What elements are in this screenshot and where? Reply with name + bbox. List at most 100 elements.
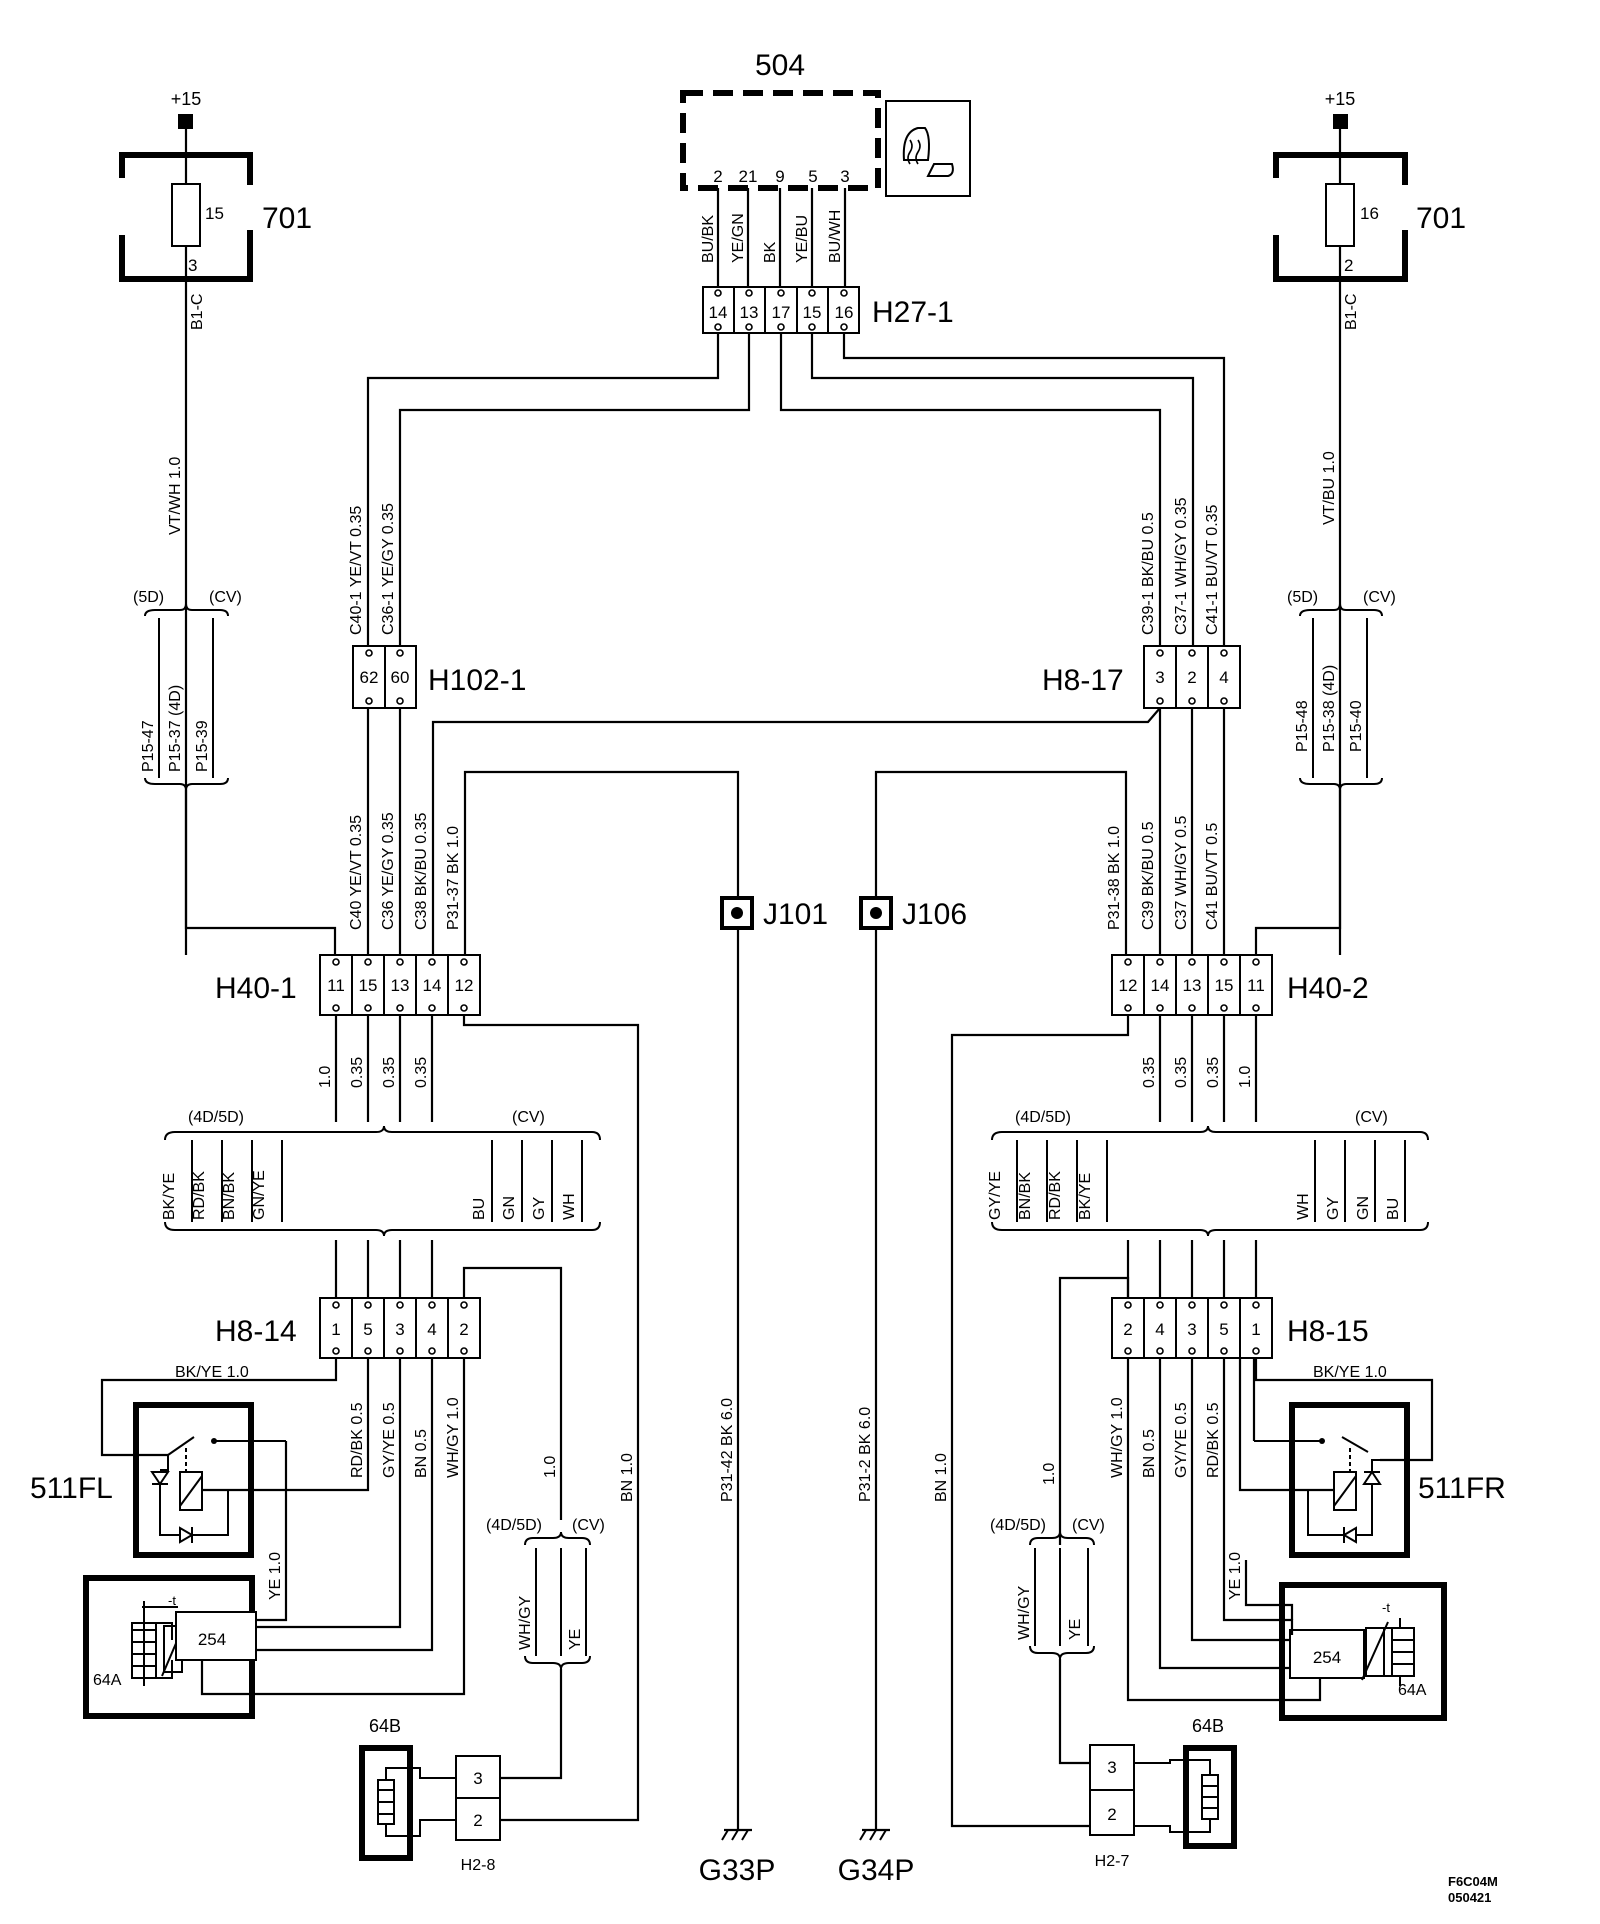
connector-h40-1: 11 15 13 14 12 H40-1 (215, 954, 481, 1016)
ground-g34p: G34P (838, 1828, 915, 1887)
ground-g33p-label: G33P (699, 1854, 776, 1887)
connector-h8-15: 2 4 3 5 1 H8-15 (1111, 1297, 1369, 1359)
supply-right: +15 (1325, 89, 1356, 109)
heater-64b-right-label: 64B (1192, 1716, 1224, 1736)
left-ctrl-254: 254 (198, 1630, 226, 1649)
variant-left-5d: (5D) (133, 589, 164, 606)
opt-left-a: (4D/5D) (188, 1109, 244, 1126)
wire-c40-1: C40-1 YE/VT 0.35 (348, 506, 365, 635)
opt-right-gn: GN (1355, 1196, 1372, 1220)
wire-p15-39: P15-39 (194, 720, 211, 772)
connector-h8-14-label: H8-14 (215, 1315, 297, 1348)
pin-h27-17: 17 (772, 303, 791, 322)
pin-h40-2-12: 12 (1119, 976, 1138, 995)
component-504-label: 504 (755, 49, 805, 82)
pin-h102-60: 60 (391, 668, 410, 687)
pin-h27-13: 13 (740, 303, 759, 322)
option-bracket-right: (4D/5D) (CV) GY/YE BN/BK RD/BK BK/YE WH … (987, 1109, 1429, 1237)
right-wire-gy-ye: GY/YE 0.5 (1173, 1402, 1190, 1478)
left-wire-gy-ye: GY/YE 0.5 (381, 1402, 398, 1478)
right-1-0-wire: 1.0 (1041, 1463, 1058, 1485)
wire-504-ye-gn: YE/GN (730, 213, 747, 263)
pin-504-2: 2 (713, 167, 722, 186)
pin-h8-14-5: 5 (363, 1320, 372, 1339)
variant-left-cv: (CV) (209, 589, 242, 606)
left-lower-opt-c1: WH/GY (517, 1595, 534, 1650)
pin-h40-2-13: 13 (1183, 976, 1202, 995)
opt-left-bu: BU (471, 1198, 488, 1220)
left-ye-wire: YE 1.0 (267, 1552, 284, 1600)
right-lower-opt-a: (4D/5D) (990, 1517, 1046, 1534)
left-1-0-wire: 1.0 (542, 1456, 559, 1478)
right-wire-bn: BN 0.5 (1141, 1429, 1158, 1478)
doc-date: 050421 (1448, 1890, 1491, 1905)
pin-h40-1-15: 15 (359, 976, 378, 995)
left-bn-1-0-wire: BN 1.0 (619, 1453, 636, 1502)
opt-right-bu: BU (1385, 1198, 1402, 1220)
left-thermistor-t: -t (168, 1593, 176, 1608)
connector-h2-8: 3 2 H2-8 (455, 1755, 501, 1874)
wire-p31-38: P31-38 BK 1.0 (1106, 826, 1123, 930)
wire-c38: C38 BK/BU 0.35 (413, 813, 430, 931)
wire-p15-47: P15-47 (140, 720, 157, 772)
pin-h8-15-5: 5 (1219, 1320, 1228, 1339)
right-thermistor-t: -t (1382, 1600, 1390, 1615)
left-64a-label: 64A (93, 1672, 122, 1689)
connector-h40-2-label: H40-2 (1287, 972, 1369, 1005)
opt-left-wh: WH (561, 1193, 578, 1220)
opt-right-b: (CV) (1355, 1109, 1388, 1126)
pin-h2-8-2: 2 (473, 1811, 482, 1830)
relay-511fr-label: 511FR (1418, 1472, 1506, 1505)
opt-right-wh: WH (1295, 1193, 1312, 1220)
heater-64b-left-label: 64B (369, 1716, 401, 1736)
pin-h2-7-3: 3 (1107, 1758, 1116, 1777)
heater-64b-right: 64B (1134, 1716, 1237, 1849)
wire-c37-1: C37-1 WH/GY 0.35 (1173, 497, 1190, 635)
ground-g34p-label: G34P (838, 1854, 915, 1887)
wire-p15-48: P15-48 (1294, 700, 1311, 752)
pin-504-3: 3 (840, 167, 849, 186)
wire-c36-1: C36-1 YE/GY 0.35 (380, 503, 397, 635)
connector-h8-14: 1 5 3 4 2 H8-14 (215, 1297, 481, 1359)
opt-right-gy-ye: GY/YE (987, 1171, 1004, 1220)
opt-left-gy: GY (531, 1197, 548, 1220)
connector-h27-1: 14 13 17 15 16 H27-1 (702, 286, 954, 334)
right-ground-wire: P31-2 BK 6.0 (857, 1407, 874, 1502)
pin-504-5: 5 (808, 167, 817, 186)
right-ye-wire: YE 1.0 (1227, 1552, 1244, 1600)
splice-j101: J101 (720, 896, 828, 931)
relay-511fl-label: 511FL (30, 1472, 113, 1505)
wire-504-bu-bk: BU/BK (700, 215, 717, 263)
left-lower-opt-b: (CV) (572, 1517, 605, 1534)
wire-504-bk: BK (762, 241, 779, 263)
h40-1-bottom-wire-1: 1.0 (317, 1066, 334, 1088)
ground-g33p: G33P (699, 1828, 776, 1887)
left-lower-opt-c2: YE (567, 1629, 584, 1650)
fuse-box-701-right: +15 16 2 701 B1-C VT/BU 1.0 (1273, 89, 1466, 955)
option-bracket-left-lower: (4D/5D) (CV) WH/GY YE (486, 1517, 605, 1670)
opt-left-bn-bk: BN/BK (221, 1172, 238, 1220)
h40-2-bottom-wire-1: 0.35 (1141, 1057, 1158, 1088)
h40-2-bottom-wire-2: 0.35 (1173, 1057, 1190, 1088)
left-lower-opt-a: (4D/5D) (486, 1517, 542, 1534)
wire-p15-37: P15-37 (4D) (167, 685, 184, 772)
wire-vt-bu: VT/BU 1.0 (1321, 451, 1338, 525)
opt-right-gy: GY (1325, 1197, 1342, 1220)
wire-c39-1: C39-1 BK/BU 0.5 (1140, 512, 1157, 635)
right-lower-opt-c2: YE (1067, 1619, 1084, 1640)
wire-c41: C41 BU/VT 0.5 (1204, 823, 1221, 930)
h40-1-bottom-wire-4: 0.35 (413, 1057, 430, 1088)
wire-504-ye-bu: YE/BU (794, 215, 811, 263)
connector-h8-17: 3 2 4 H8-17 (1042, 645, 1241, 709)
fuse-box-701-left-label: 701 (262, 202, 312, 235)
wire-vt-wh: VT/WH 1.0 (167, 457, 184, 535)
opt-left-gn-ye: GN/YE (251, 1170, 268, 1220)
pin-h8-14-4: 4 (427, 1320, 436, 1339)
seat-heater-symbol-icon (885, 100, 971, 197)
splice-j106-label: J106 (902, 898, 967, 931)
pin-h27-14: 14 (709, 303, 728, 322)
opt-right-rd-bk: RD/BK (1047, 1171, 1064, 1220)
wire-c39: C39 BK/BU 0.5 (1140, 821, 1157, 930)
supply-left: +15 (171, 89, 202, 109)
